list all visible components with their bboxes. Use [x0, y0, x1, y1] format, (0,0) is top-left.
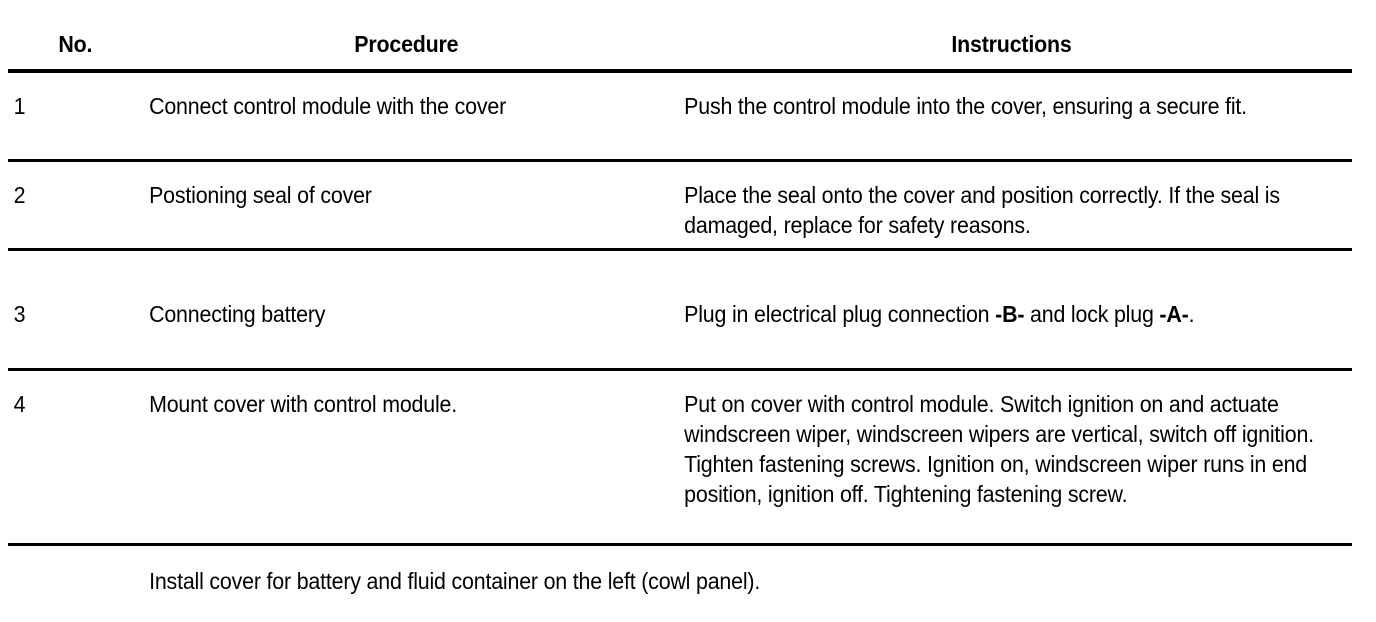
instructions-text: Place the seal onto the cover and positi…	[684, 182, 1280, 238]
instructions-part-mid: and lock plug	[1024, 301, 1160, 327]
instructions-part-pre: Plug in electrical plug connection	[684, 301, 996, 327]
connector-designation-b: -B-	[995, 301, 1025, 327]
instructions-text: Put on cover with control module. Switch…	[684, 391, 1314, 507]
table-row: 1 Connect control module with the cover …	[8, 71, 1352, 162]
column-header-no: No.	[8, 12, 137, 73]
column-header-procedure: Procedure	[137, 12, 673, 73]
row-number-empty	[8, 546, 137, 564]
cell-instructions: Push the control module into the cover, …	[673, 71, 1352, 162]
row-number: 1	[13, 93, 26, 119]
procedure-text: Connecting battery	[149, 301, 326, 327]
procedure-text: Connect control module with the cover	[149, 93, 507, 119]
table-row: 4 Mount cover with control module. Put o…	[8, 369, 1352, 546]
cell-procedure: Connect control module with the cover	[137, 71, 673, 162]
row-number: 4	[13, 391, 26, 417]
cell-procedure: Connecting battery	[137, 249, 673, 371]
cell-instructions: Place the seal onto the cover and positi…	[673, 160, 1352, 251]
table-row: 3 Connecting battery Plug in electrical …	[8, 249, 1352, 371]
table-header-row: No. Procedure Instructions	[8, 12, 1352, 73]
column-header-instructions-label: Instructions	[951, 31, 1072, 57]
instructions-text: Plug in electrical plug connection -B- a…	[673, 251, 1352, 329]
cell-instructions: Put on cover with control module. Switch…	[673, 369, 1352, 546]
cell-instructions: Plug in electrical plug connection -B- a…	[673, 249, 1352, 371]
cell-footer-note: Install cover for battery and fluid cont…	[137, 544, 1352, 604]
table-row: 2 Postioning seal of cover Place the sea…	[8, 160, 1352, 251]
column-header-instructions: Instructions	[673, 12, 1352, 73]
table-body: 1 Connect control module with the cover …	[8, 71, 1352, 604]
instructions-part-post: .	[1188, 301, 1195, 327]
table-header: No. Procedure Instructions	[8, 12, 1352, 73]
cell-no: 1	[8, 71, 137, 162]
column-header-no-label: No.	[58, 31, 93, 57]
cell-no-empty	[8, 544, 137, 604]
procedure-text: Postioning seal of cover	[149, 182, 372, 208]
column-header-procedure-label: Procedure	[354, 31, 459, 57]
row-number: 3	[13, 301, 26, 327]
row-number: 2	[13, 182, 26, 208]
procedure-table: No. Procedure Instructions 1 Connect con…	[8, 12, 1352, 604]
cell-no: 3	[8, 249, 137, 371]
procedure-text: Mount cover with control module.	[149, 391, 458, 417]
footer-note-text: Install cover for battery and fluid cont…	[149, 568, 761, 594]
instructions-text: Push the control module into the cover, …	[684, 93, 1247, 119]
table-footer-row: Install cover for battery and fluid cont…	[8, 544, 1352, 604]
cell-no: 4	[8, 369, 137, 546]
connector-designation-a: -A-	[1159, 301, 1189, 327]
cell-no: 2	[8, 160, 137, 251]
cell-procedure: Mount cover with control module.	[137, 369, 673, 546]
cell-procedure: Postioning seal of cover	[137, 160, 673, 251]
